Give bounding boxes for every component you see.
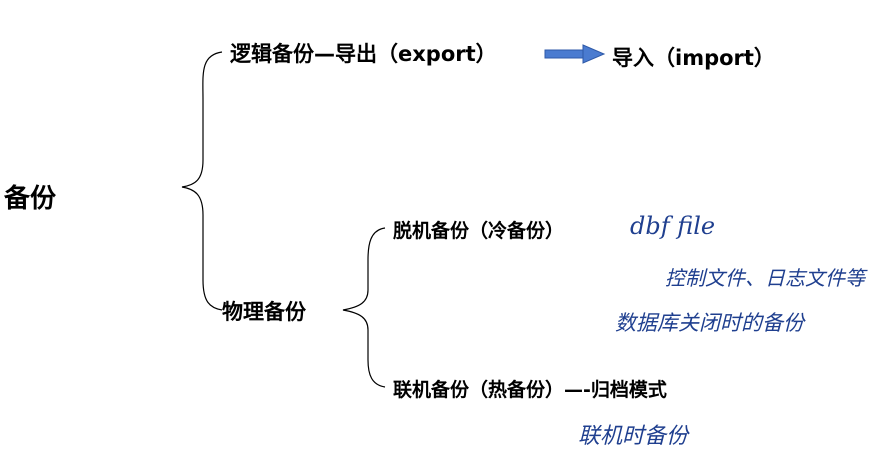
physical-backup-label: 物理备份	[222, 300, 306, 324]
handwritten-note-line1: 控制文件、日志文件等	[665, 266, 865, 290]
import-label: 导入（import）	[612, 46, 775, 70]
cold-backup-label: 脱机备份（冷备份）	[393, 220, 565, 242]
physical-brace	[342, 227, 386, 388]
root-brace	[181, 51, 223, 311]
handwritten-dbf-file: dbf file	[630, 212, 716, 240]
handwritten-note-line2: 数据库关闭时的备份	[615, 311, 804, 335]
export-arrow	[544, 44, 606, 64]
root-label: 备份	[4, 184, 57, 214]
logical-backup-label: 逻辑备份—导出（export）	[230, 42, 497, 66]
handwritten-note-hot: 联机时备份	[578, 424, 689, 449]
hot-backup-label: 联机备份（热备份）—-归档模式	[393, 379, 667, 401]
